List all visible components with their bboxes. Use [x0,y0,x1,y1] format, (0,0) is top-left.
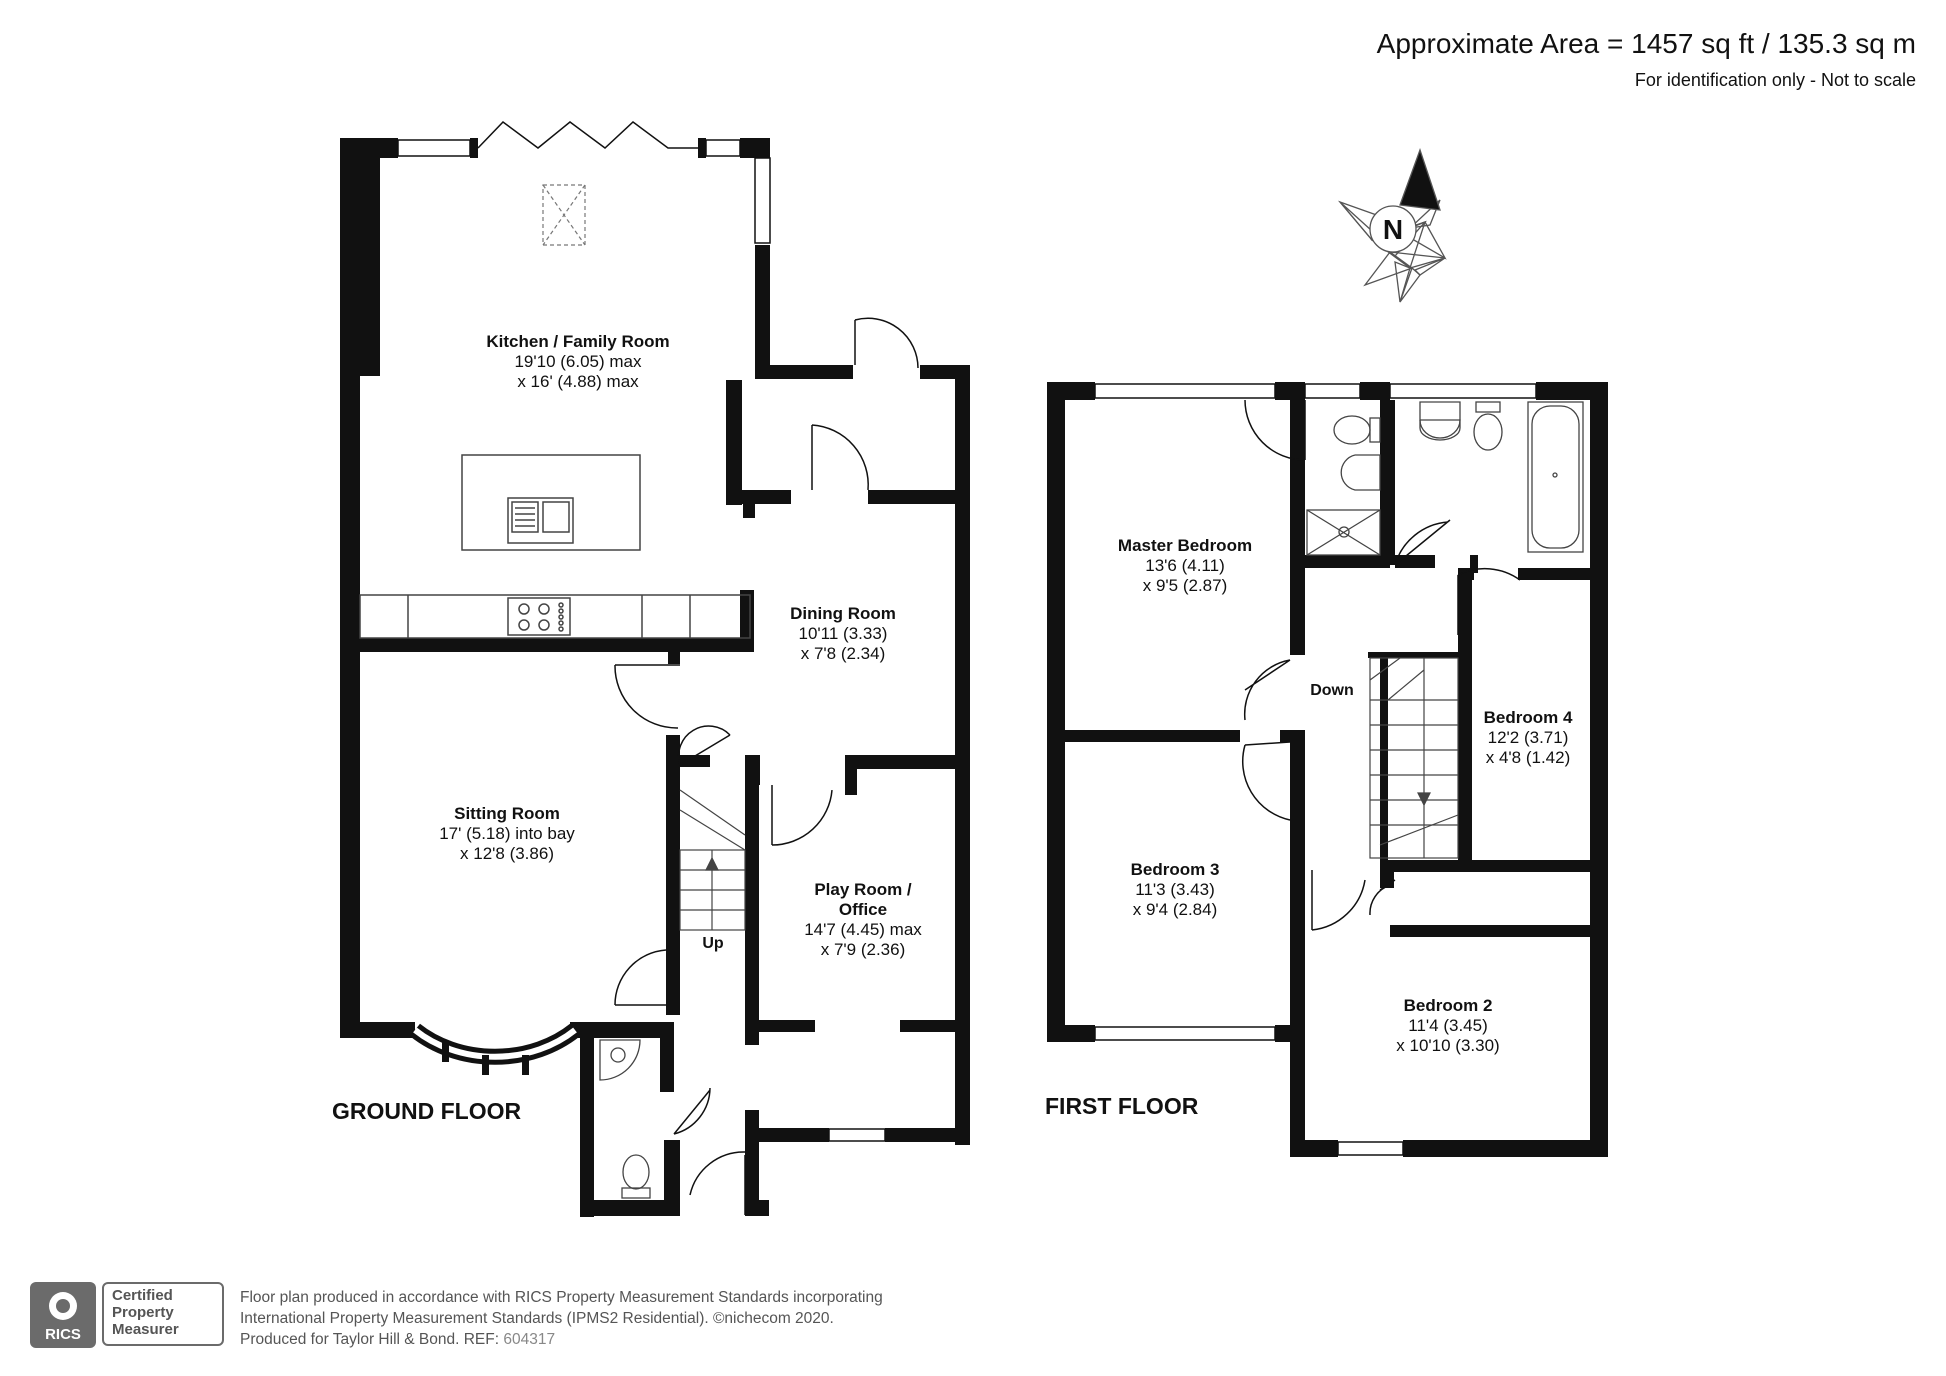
room-dimension: x 10'10 (3.30) [1396,1036,1500,1055]
room-dining: Dining Room 10'11 (3.33) x 7'8 (2.34) [790,604,896,664]
certified-measurer-box: Certified Property Measurer [102,1282,224,1346]
room-play-office: Play Room / Office 14'7 (4.45) max x 7'9… [804,880,922,960]
room-dimension: 19'10 (6.05) max [514,352,642,371]
room-dimension: x 7'8 (2.34) [800,644,886,663]
scale-disclaimer: For identification only - Not to scale [1634,70,1916,90]
footer-notes: Floor plan produced in accordance with R… [240,1287,883,1350]
room-dimension: 10'11 (3.33) [798,624,888,643]
skylight [542,184,586,246]
room-dimension: 11'4 (3.45) [1408,1016,1488,1035]
cert-line: Certified [112,1287,173,1304]
ground-floor-walls [340,138,970,1217]
room-dimension: 13'6 (4.11) [1145,556,1225,575]
room-dimension: x 9'4 (2.84) [1132,900,1218,919]
rics-logo-text: RICS [45,1326,81,1343]
room-name: Bedroom 3 [1130,860,1220,879]
room-dimension: x 12'8 (3.86) [460,844,554,863]
stairs-down-label: Down [1310,682,1354,699]
compass-north-label: N [1382,214,1404,245]
rics-logo: RICS [30,1282,96,1348]
room-name: Sitting Room [454,804,560,823]
rics-badge: RICS Certified Property Measurer [30,1282,230,1350]
cert-line: Measurer [112,1321,179,1338]
first-windows [1094,383,1537,1156]
first-floor-label: FIRST FLOOR [1045,1093,1199,1119]
room-kitchen-family: Kitchen / Family Room 19'10 (6.05) max x… [486,332,669,392]
first-floor-walls [1047,382,1608,1157]
bifold-door [477,121,698,149]
room-name: Dining Room [790,604,896,623]
footer-line: Floor plan produced in accordance with R… [240,1289,883,1306]
footer-produced-for: Produced for Taylor Hill & Bond. REF: [240,1331,500,1348]
ground-stairs [679,789,746,931]
kitchen-island [461,454,641,551]
footer-ref: 604317 [503,1331,556,1348]
bathroom-fixtures [1306,401,1584,556]
room-name: Kitchen / Family Room [486,332,670,351]
room-dimension: 11'3 (3.43) [1135,880,1215,899]
room-dimension: x 4'8 (1.42) [1485,748,1571,767]
cert-line: Property [112,1304,174,1321]
ground-floor-label: GROUND FLOOR [332,1098,522,1124]
footer-line: Produced for Taylor Hill & Bond. REF: 60… [240,1329,883,1350]
room-sitting: Sitting Room 17' (5.18) into bay x 12'8 … [439,804,575,864]
room-dimension: 14'7 (4.45) max [804,920,922,939]
compass-rose-icon [1337,148,1447,303]
footer-line: International Property Measurement Stand… [240,1310,834,1327]
stairs-up-label: Up [702,935,724,952]
first-door-swings [1242,399,1521,931]
room-master-bedroom: Master Bedroom 13'6 (4.11) x 9'5 (2.87) [1118,536,1252,596]
room-dimension: x 9'5 (2.87) [1142,576,1228,595]
room-bedroom-2: Bedroom 2 11'4 (3.45) x 10'10 (3.30) [1396,996,1499,1056]
wc-fixtures [599,1039,651,1199]
room-dimension: 17' (5.18) into bay [439,824,575,843]
rics-lion-icon [49,1292,77,1320]
room-dimension: x 7'9 (2.36) [820,940,906,959]
room-bedroom-4: Bedroom 4 12'2 (3.71) x 4'8 (1.42) [1484,708,1573,768]
room-name: Master Bedroom [1117,536,1253,555]
room-name: Play Room / [814,880,912,899]
kitchen-counter [359,594,751,639]
room-name: Office [838,900,888,919]
approximate-area: Approximate Area = 1457 sq ft / 135.3 sq… [1376,28,1916,59]
room-dimension: 12'2 (3.71) [1487,728,1569,747]
ground-door-swings [614,317,919,1215]
bay-window [410,1023,580,1075]
room-dimension: x 16' (4.88) max [517,372,639,391]
room-name: Bedroom 2 [1403,996,1493,1015]
first-stairs [1369,657,1459,859]
room-name: Bedroom 4 [1483,708,1573,727]
ground-windows [397,139,886,1142]
room-bedroom-3: Bedroom 3 11'3 (3.43) x 9'4 (2.84) [1131,860,1220,920]
